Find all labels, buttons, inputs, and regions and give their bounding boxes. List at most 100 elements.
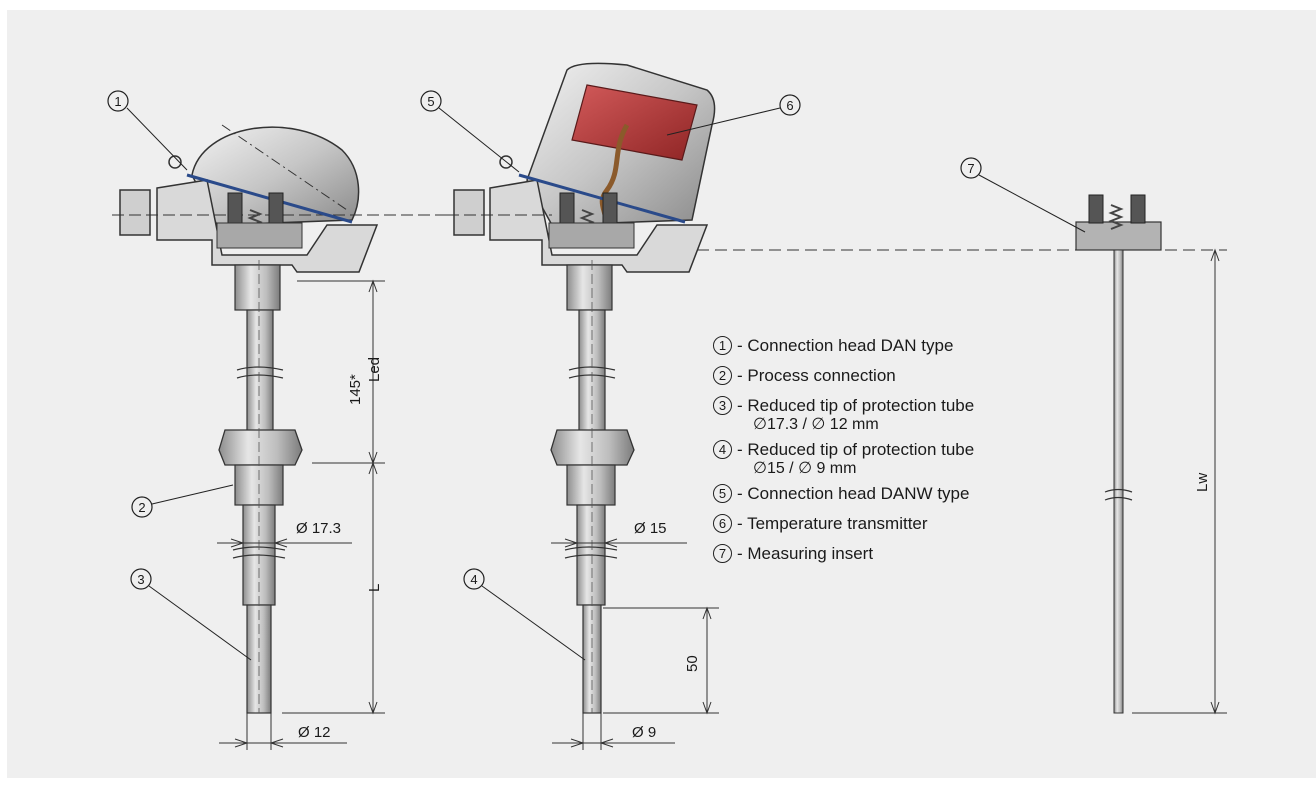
legend-number: 4 [713, 440, 732, 459]
legend: 1 - Connection head DAN type 2 - Process… [713, 336, 1113, 574]
legend-item-3: 3 - Reduced tip of protection tube 17.3 … [713, 396, 1113, 434]
legend-text: - Measuring insert [737, 544, 874, 563]
danw-clamp-wire [518, 173, 686, 224]
legend-subtext: 17.3 / 12 mm [737, 416, 1113, 434]
insert-terminal-left [1088, 194, 1104, 224]
insert-rod [1113, 249, 1124, 714]
dan-terminal-left [227, 192, 243, 224]
danw-neck [566, 264, 613, 311]
danw-process-thread [566, 464, 616, 506]
dan-dim-d12-label: Ø 12 [298, 724, 331, 741]
legend-item-5: 5 - Connection head DANW type [713, 484, 1113, 504]
legend-text: - Reduced tip of protection tube [737, 440, 975, 459]
danw-dim-d9-arrows [570, 738, 614, 748]
callout-1-number: 1 [114, 94, 121, 109]
dan-axis-line [221, 124, 348, 211]
danw-dim-d9-label: Ø 9 [632, 724, 656, 741]
dan-head-body [156, 179, 379, 273]
danw-insert-plate [548, 222, 635, 249]
legend-number: 2 [713, 366, 732, 385]
danw-dim-d15-arrows [564, 538, 618, 548]
callout-7-leader [978, 174, 1086, 233]
legend-sub-a: 15 / [766, 460, 799, 477]
callout-2-leader [151, 484, 234, 505]
insert-dim-lw-label: Lw [1194, 473, 1211, 492]
legend-sub-b: 9 mm [798, 460, 856, 477]
danw-dim-50-label: 50 [684, 655, 701, 672]
danw-dim-50-arrows [702, 606, 712, 715]
danw-dim-d15-label: Ø 15 [634, 520, 667, 537]
dan-hex-nut [218, 429, 303, 466]
danw-break-mark-upper [568, 366, 616, 379]
legend-sub-a: 17.3 / [766, 416, 812, 433]
dan-dim-d12-arrows [234, 738, 284, 748]
danw-break-mark-lower [564, 546, 618, 559]
legend-text: - Temperature transmitter [737, 514, 928, 533]
callout-7-circle [960, 157, 982, 179]
legend-number: 6 [713, 514, 732, 533]
callout-6-number: 6 [786, 98, 793, 113]
callout-1-circle [107, 90, 129, 112]
dan-dim-led-label: Led [366, 357, 383, 382]
measuring-insert: Lw 7 [697, 157, 1227, 715]
dan-terminal-right [268, 192, 284, 224]
technical-drawing: 145* Led L Ø 17.3 Ø 12 1 2 3 [107, 62, 1227, 750]
legend-item-6: 6 - Temperature transmitter [713, 514, 1113, 534]
insert-dim-lw-arrows [1210, 248, 1220, 715]
danw-screw-icon [499, 155, 513, 169]
legend-item-4: 4 - Reduced tip of protection tube 15 / … [713, 440, 1113, 478]
danw-terminal-left [559, 192, 575, 224]
legend-item-7: 7 - Measuring insert [713, 544, 1113, 564]
legend-text: - Reduced tip of protection tube [737, 396, 975, 415]
danw-thermometer: Ø 15 50 Ø 9 5 6 4 [420, 62, 801, 750]
callout-3-leader [148, 585, 252, 661]
dan-break-mark-upper [236, 366, 284, 379]
callout-3-number: 3 [137, 572, 144, 587]
legend-item-1: 1 - Connection head DAN type [713, 336, 1113, 356]
danw-head-body [489, 179, 709, 273]
callout-1-leader [126, 107, 188, 171]
legend-text: - Connection head DANW type [737, 484, 970, 503]
legend-text: - Process connection [737, 366, 896, 385]
callout-7-number: 7 [967, 161, 974, 176]
callout-2-number: 2 [138, 500, 145, 515]
callout-4-circle [463, 568, 485, 590]
dan-dim-l-arrows [368, 461, 378, 715]
danw-cable-gland [453, 189, 485, 236]
callout-6-circle [779, 94, 801, 116]
legend-text: - Connection head DAN type [737, 336, 954, 355]
dan-screw-icon [168, 155, 182, 169]
callout-4-number: 4 [470, 572, 477, 587]
callout-2-circle [131, 496, 153, 518]
legend-subtext: 15 / 9 mm [737, 460, 1113, 478]
danw-transmitter [571, 84, 698, 161]
dan-dim-145-label: 145* [347, 374, 364, 405]
callout-5-number: 5 [427, 94, 434, 109]
legend-sub-b: 12 mm [811, 416, 878, 433]
callout-4-leader [481, 585, 586, 661]
callout-5-leader [438, 107, 520, 173]
dan-cable-gland [119, 189, 151, 236]
danw-terminal-right [602, 192, 618, 224]
legend-item-2: 2 - Process connection [713, 366, 1113, 386]
legend-number: 7 [713, 544, 732, 563]
insert-spring-icon [1108, 204, 1124, 230]
legend-number: 5 [713, 484, 732, 503]
dan-dim-d17-arrows [230, 538, 288, 548]
insert-terminal-right [1130, 194, 1146, 224]
legend-number: 3 [713, 396, 732, 415]
insert-break-mark [1104, 488, 1133, 501]
dan-thermometer: 145* Led L Ø 17.3 Ø 12 1 2 3 [107, 90, 457, 750]
dan-break-mark-lower [232, 546, 286, 559]
dan-neck [234, 264, 281, 311]
callout-3-circle [130, 568, 152, 590]
callout-5-circle [420, 90, 442, 112]
dan-dim-l-label: L [366, 584, 383, 592]
dan-insert-plate [216, 222, 303, 249]
danw-hex-nut [550, 429, 635, 466]
dan-dim-d17-label: Ø 17.3 [296, 520, 341, 537]
legend-number: 1 [713, 336, 732, 355]
drawing-panel: 145* Led L Ø 17.3 Ø 12 1 2 3 [7, 10, 1316, 778]
callout-6-leader [666, 107, 781, 136]
